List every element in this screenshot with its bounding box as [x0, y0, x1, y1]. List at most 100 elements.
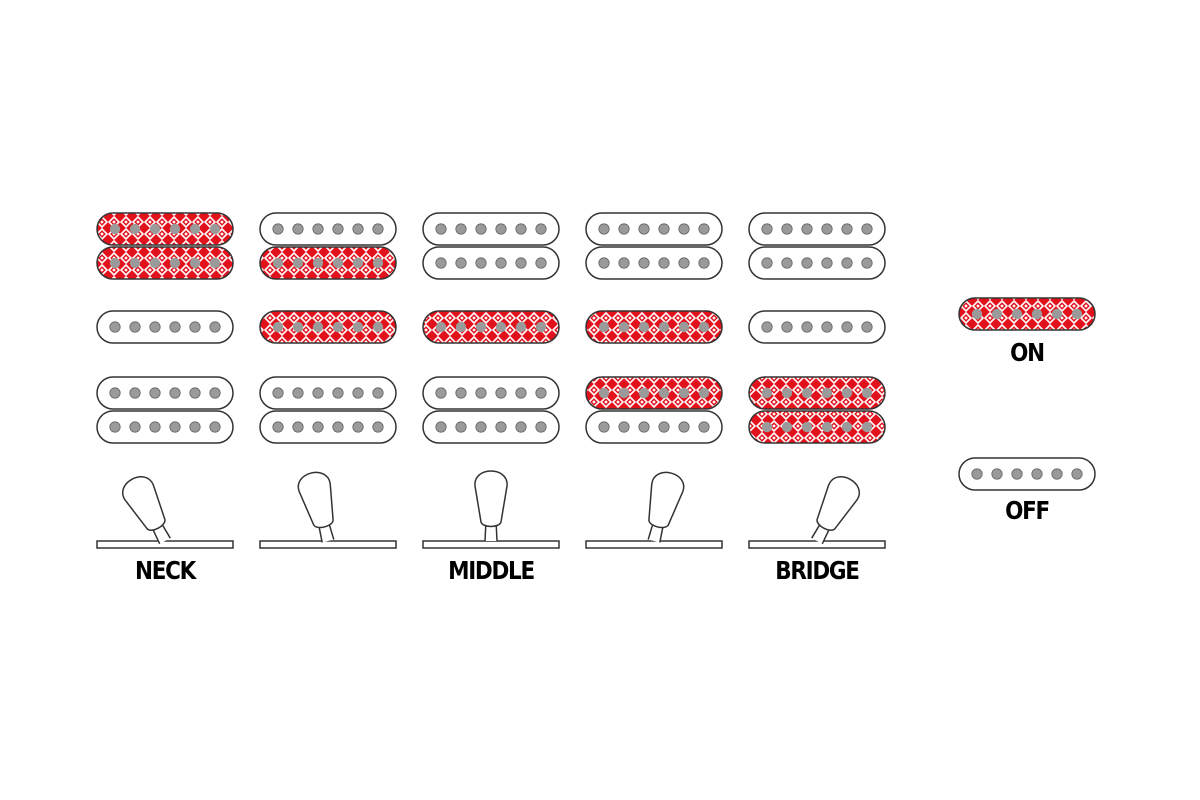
- pole-piece: [861, 223, 873, 235]
- coil-off: [585, 410, 723, 444]
- pole-piece: [678, 223, 690, 235]
- coil-on: [422, 310, 560, 344]
- pole-piece: [372, 223, 384, 235]
- pole-piece: [292, 223, 304, 235]
- bridge-pickup-coil-bottom: [748, 410, 886, 444]
- bridge-pickup-coil-bottom: [422, 410, 560, 444]
- pole-piece: [698, 257, 710, 269]
- pole-piece: [841, 321, 853, 333]
- pole-piece: [841, 223, 853, 235]
- pole-piece: [272, 223, 284, 235]
- pole-piece: [761, 257, 773, 269]
- neck-pickup-coil-bottom: [259, 246, 397, 280]
- pole-piece: [372, 387, 384, 399]
- switch-lever: [811, 476, 860, 545]
- pole-piece: [658, 421, 670, 433]
- pole-piece: [598, 421, 610, 433]
- bridge-pickup-coil-top: [585, 376, 723, 410]
- pole-piece: [475, 223, 487, 235]
- pole-piece: [292, 321, 304, 333]
- bridge-pickup-coil-top: [96, 376, 234, 410]
- coil-off: [748, 212, 886, 246]
- pole-piece: [781, 387, 793, 399]
- pole-piece: [352, 321, 364, 333]
- selector-switch: [422, 470, 560, 549]
- selector-switch: [96, 476, 234, 549]
- coil-off: [96, 310, 234, 344]
- selector-switch: [748, 476, 886, 549]
- pole-piece: [292, 387, 304, 399]
- pole-piece: [638, 257, 650, 269]
- pole-piece: [292, 257, 304, 269]
- bridge-pickup-coil-top: [748, 376, 886, 410]
- pole-piece: [821, 387, 833, 399]
- switch-position-4: [585, 212, 723, 549]
- middle-pickup: [585, 310, 723, 344]
- neck-pickup-coil-bottom: [96, 246, 234, 280]
- pole-piece: [455, 321, 467, 333]
- bridge-pickup-coil-top: [259, 376, 397, 410]
- pole-piece: [638, 321, 650, 333]
- pole-piece: [169, 321, 181, 333]
- pole-piece: [678, 321, 690, 333]
- switch-tip: [816, 476, 860, 531]
- middle-pickup: [422, 310, 560, 344]
- pole-piece: [821, 223, 833, 235]
- switch-plate: [96, 540, 234, 549]
- pole-piece: [991, 468, 1003, 480]
- pole-piece: [272, 257, 284, 269]
- pole-piece: [598, 257, 610, 269]
- pole-piece: [638, 421, 650, 433]
- bridge-pickup-coil-bottom: [96, 410, 234, 444]
- pole-piece: [129, 421, 141, 433]
- coil-on: [259, 246, 397, 280]
- pole-piece: [598, 387, 610, 399]
- legend-off-coil: [958, 457, 1096, 491]
- pole-piece: [129, 387, 141, 399]
- neck-pickup-coil-top: [585, 212, 723, 246]
- coil-off: [259, 410, 397, 444]
- pole-piece: [169, 223, 181, 235]
- pole-piece: [991, 308, 1003, 320]
- pole-piece: [1011, 308, 1023, 320]
- position-label-neck: NECK: [135, 556, 196, 585]
- pole-piece: [781, 321, 793, 333]
- pole-piece: [109, 321, 121, 333]
- pole-piece: [312, 223, 324, 235]
- pole-piece: [598, 321, 610, 333]
- coil-off: [422, 246, 560, 280]
- pole-piece: [372, 421, 384, 433]
- pole-piece: [272, 387, 284, 399]
- pole-piece: [332, 321, 344, 333]
- pole-piece: [475, 321, 487, 333]
- switch-lever: [474, 470, 508, 542]
- pole-piece: [435, 421, 447, 433]
- switch-tip: [648, 471, 685, 529]
- pole-piece: [618, 321, 630, 333]
- pole-piece: [841, 421, 853, 433]
- pole-piece: [495, 321, 507, 333]
- pole-piece: [841, 257, 853, 269]
- pole-piece: [475, 257, 487, 269]
- pole-piece: [312, 321, 324, 333]
- pole-piece: [149, 223, 161, 235]
- pole-piece: [1071, 308, 1083, 320]
- pole-piece: [455, 387, 467, 399]
- pole-piece: [638, 387, 650, 399]
- switch-lever: [122, 476, 171, 545]
- coil-on: [958, 297, 1096, 331]
- switch-position-5: [748, 212, 886, 549]
- pole-piece: [801, 257, 813, 269]
- pole-piece: [618, 421, 630, 433]
- position-label-middle: MIDDLE: [448, 556, 535, 585]
- pole-piece: [698, 421, 710, 433]
- neck-pickup-coil-top: [422, 212, 560, 246]
- coil-off: [96, 410, 234, 444]
- legend-on-coil: [958, 297, 1096, 331]
- pole-piece: [515, 421, 527, 433]
- legend-off-label: OFF: [1005, 496, 1050, 525]
- switch-lever: [297, 471, 335, 543]
- pole-piece: [129, 321, 141, 333]
- pole-piece: [352, 223, 364, 235]
- pole-piece: [535, 421, 547, 433]
